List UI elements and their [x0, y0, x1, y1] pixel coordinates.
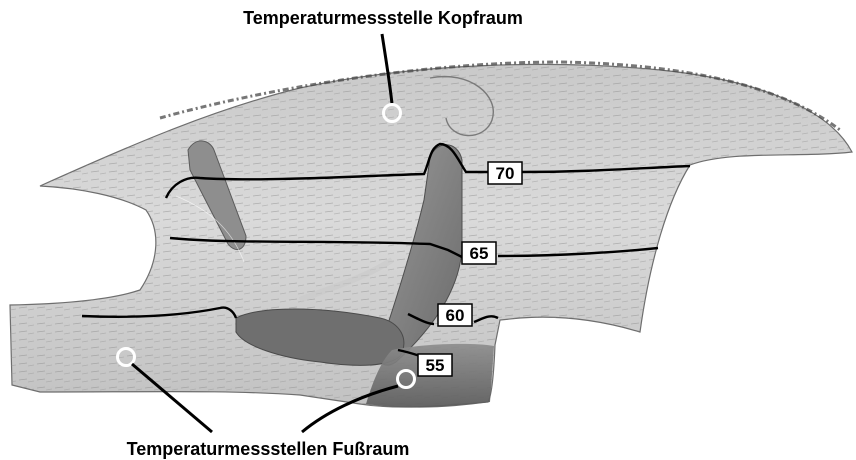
isoline-value-65: 65	[470, 244, 489, 263]
isoline-value-60: 60	[446, 306, 465, 325]
foot-measurement-label: Temperaturmessstellen Fußraum	[127, 439, 410, 459]
isoline-label-70: 70	[488, 162, 522, 184]
isoline-value-70: 70	[496, 164, 515, 183]
isoline-value-55: 55	[426, 356, 445, 375]
isoline-label-60: 60	[438, 304, 472, 326]
isoline-label-55: 55	[418, 354, 452, 376]
isoline-label-65: 65	[462, 242, 496, 264]
head-measurement-label: Temperaturmessstelle Kopfraum	[243, 8, 523, 28]
